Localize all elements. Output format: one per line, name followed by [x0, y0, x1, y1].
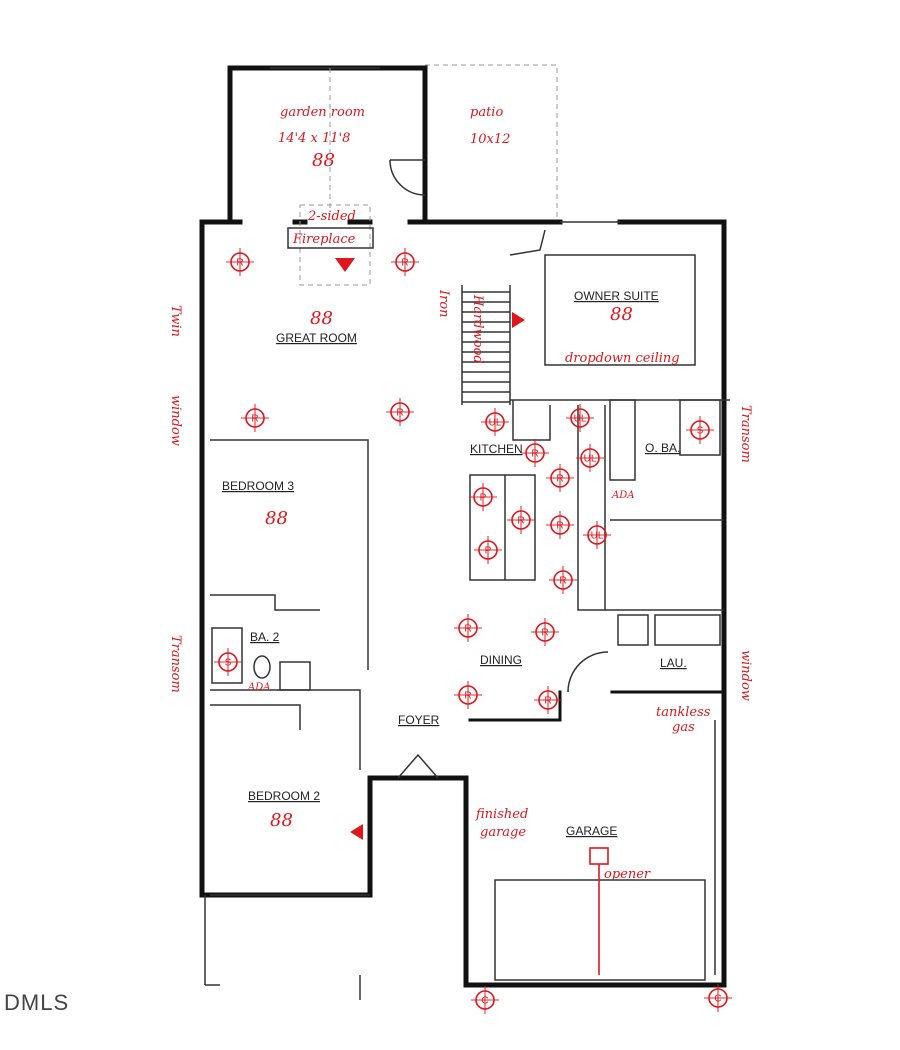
- light-fixture-icon: R: [534, 686, 562, 714]
- note-tankless-1: tankless: [656, 705, 711, 720]
- svg-text:R: R: [464, 691, 471, 702]
- ceiling-fan-icon: 88: [270, 810, 293, 831]
- note-window-right: window: [738, 650, 753, 701]
- note-window-left: window: [168, 395, 183, 446]
- light-fixture-icon: R: [507, 506, 535, 534]
- note-twin: Twin: [168, 305, 183, 337]
- note-iron: Iron: [436, 289, 451, 318]
- light-fixture-icon: R: [386, 398, 414, 426]
- light-fixture-icon: R: [454, 681, 482, 709]
- light-fixture-icon: R: [521, 439, 549, 467]
- note-finished-2: garage: [480, 825, 526, 840]
- svg-text:R: R: [236, 258, 243, 269]
- marker-triangle: [350, 824, 363, 840]
- watermark: DMLS: [4, 990, 69, 1015]
- svg-text:C: C: [481, 996, 488, 1007]
- svg-text:R: R: [517, 516, 524, 527]
- light-fixture-icon: P: [474, 536, 502, 564]
- svg-text:R: R: [541, 628, 548, 639]
- svg-text:R: R: [401, 258, 408, 269]
- label-owner-bath: O. BA.: [645, 441, 680, 455]
- svg-text:R: R: [559, 576, 566, 587]
- note-patio-size: 10x12: [470, 132, 510, 147]
- svg-text:R: R: [464, 624, 471, 635]
- ceiling-fan-icon: 88: [312, 150, 335, 171]
- svg-text:R: R: [556, 521, 563, 532]
- interior-walls: [204, 229, 730, 1000]
- note-opener: opener: [604, 867, 651, 882]
- light-fixture-icon: UL: [566, 404, 594, 432]
- stairs: [461, 285, 511, 405]
- light-fixture-icon: R: [391, 248, 419, 276]
- svg-text:S: S: [225, 658, 232, 669]
- note-garden-room: garden room: [280, 105, 365, 120]
- svg-text:R: R: [531, 449, 538, 460]
- note-fireplace-2: Fireplace: [292, 232, 356, 247]
- label-foyer: FOYER: [398, 713, 440, 727]
- fireplace: [287, 204, 374, 286]
- label-bedroom-2: BEDROOM 2: [248, 789, 320, 803]
- label-owner-suite: OWNER SUITE: [574, 289, 659, 303]
- note-ada-oba: ADA: [611, 490, 634, 501]
- note-ada-ba2: ADA: [247, 682, 270, 693]
- light-fixture-icon: R: [546, 511, 574, 539]
- light-fixture-icon: UL: [583, 521, 611, 549]
- garden-room-walls: [227, 65, 428, 223]
- marker-triangle: [512, 312, 525, 328]
- label-bedroom-3: BEDROOM 3: [222, 479, 294, 493]
- note-tankless-2: gas: [672, 720, 695, 735]
- svg-text:UL: UL: [574, 414, 587, 425]
- light-fixture-icon: R: [241, 404, 269, 432]
- svg-text:S: S: [697, 426, 704, 437]
- label-dining: DINING: [480, 653, 522, 667]
- svg-text:P: P: [480, 493, 487, 504]
- svg-text:P: P: [485, 546, 492, 557]
- svg-text:R: R: [251, 414, 258, 425]
- light-fixture-icon: S: [686, 416, 714, 444]
- note-finished-1: finished: [475, 807, 528, 822]
- garage-opener: [589, 847, 609, 975]
- label-kitchen: KITCHEN: [470, 442, 523, 456]
- light-fixture-icon: R: [531, 618, 559, 646]
- note-hardwood: Hardwood: [470, 294, 485, 364]
- label-bath-2: BA. 2: [250, 630, 280, 644]
- svg-text:R: R: [556, 474, 563, 485]
- note-dropdown-ceiling: dropdown ceiling: [565, 351, 680, 366]
- light-fixture-icon: C: [704, 984, 732, 1012]
- light-fixture-icon: R: [546, 464, 574, 492]
- svg-text:C: C: [714, 994, 721, 1005]
- svg-text:UL: UL: [591, 531, 604, 542]
- light-fixture-icon: P: [469, 483, 497, 511]
- svg-text:UL: UL: [489, 418, 502, 429]
- label-laundry: LAU.: [660, 656, 687, 670]
- ceiling-fan-icon: 88: [310, 308, 333, 329]
- light-fixture-icon: R: [454, 614, 482, 642]
- note-garden-room-size: 14'4 x 11'8: [278, 131, 350, 146]
- ceiling-fan-icon: 88: [265, 508, 288, 529]
- light-fixture-icon: S: [214, 648, 242, 676]
- light-fixture-icon: R: [549, 566, 577, 594]
- patio-outline: [425, 64, 558, 222]
- ceiling-fan-icon: 88: [610, 304, 633, 325]
- svg-text:R: R: [544, 696, 551, 707]
- light-fixture-icon: R: [226, 248, 254, 276]
- note-transom-right: Transom: [738, 405, 753, 463]
- light-fixture-icon: UL: [481, 408, 509, 436]
- note-patio: patio: [470, 105, 503, 120]
- label-garage: GARAGE: [566, 824, 617, 838]
- note-transom-left: Transom: [168, 635, 183, 693]
- note-fireplace-1: 2-sided: [307, 209, 356, 224]
- svg-text:UL: UL: [584, 454, 597, 465]
- label-great-room: GREAT ROOM: [276, 331, 357, 345]
- svg-text:R: R: [396, 408, 403, 419]
- light-fixture-icon: UL: [576, 444, 604, 472]
- marker-triangle: [335, 258, 355, 272]
- light-fixture-icon: C: [471, 986, 499, 1014]
